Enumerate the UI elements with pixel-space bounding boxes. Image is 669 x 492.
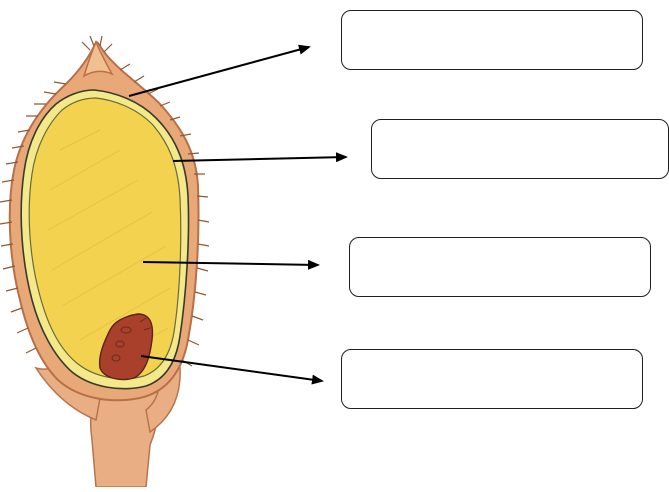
label-box-4[interactable] — [341, 349, 643, 409]
label-box-2[interactable] — [371, 119, 669, 179]
label-box-1[interactable] — [341, 10, 643, 70]
arrow-2 — [173, 157, 346, 161]
arrow-1 — [129, 47, 309, 96]
label-box-3[interactable] — [349, 237, 651, 297]
